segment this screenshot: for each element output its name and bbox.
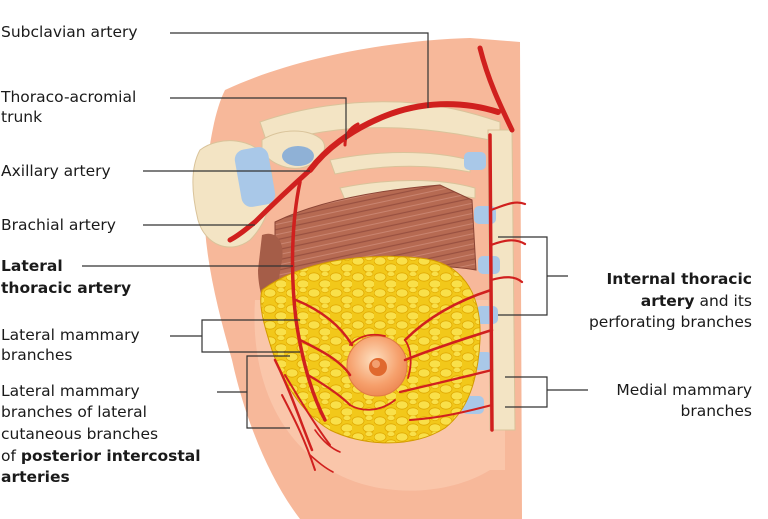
label-internal-thoracic-line3: perforating branches <box>588 313 752 331</box>
joint-disc <box>282 146 314 166</box>
label-thoraco-acromial-line1: Thoraco-acromial <box>1 88 137 106</box>
medial-mammary-3 <box>398 368 494 394</box>
internal-thoracic-vessel <box>488 133 494 432</box>
subclavian-arch-vessel <box>307 101 501 173</box>
posterior-intercostal-branch-4 <box>314 429 341 453</box>
costal-cartilage-3 <box>478 256 500 274</box>
perforating-branch-3 <box>489 276 524 284</box>
shoulder-cartilage <box>234 147 276 207</box>
rib-1 <box>329 152 471 175</box>
periareolar-branch-3 <box>349 399 396 411</box>
periareolar-branch-1 <box>349 333 386 346</box>
periareolar-branch-2 <box>404 339 412 379</box>
lateral-mammary-branch-3 <box>306 373 352 407</box>
label-lateral-thoracic-line2: thoracic artery <box>1 279 132 297</box>
posterior-intercostal-branch-2 <box>284 374 331 446</box>
label-lateral-mammary-line2: branches <box>1 346 73 364</box>
perforating-branch-2 <box>489 239 527 247</box>
costal-cartilage-6 <box>462 396 484 414</box>
label-internal-thoracic-line2: artery and its <box>641 291 752 312</box>
posterior-intercostal-branch-5 <box>309 454 334 473</box>
label-internal-thoracic-line2-rest: and its <box>694 292 752 310</box>
medial-mammary-4 <box>409 404 493 421</box>
axillary-artery-vessel <box>227 167 313 243</box>
leader-subclavian <box>170 32 429 108</box>
label-lmb-cutaneous-line4-bold: posterior intercostal <box>20 447 201 465</box>
lateral-mammary-branch-1 <box>294 298 354 347</box>
label-brachial-artery: Brachial artery <box>1 216 116 234</box>
label-lmb-cutaneous-line3: cutaneous branches <box>1 425 159 443</box>
costal-cartilage-1 <box>464 152 486 170</box>
label-lmb-cutaneous-line4: of posterior intercostal <box>1 446 201 467</box>
label-thoraco-acromial-line2: trunk <box>1 108 43 126</box>
posterior-intercostal-branch-1 <box>273 358 314 452</box>
label-lmb-cutaneous-line5: arteries <box>1 468 70 486</box>
label-medial-mammary-line1: Medial mammary <box>616 381 752 399</box>
label-subclavian-artery: Subclavian artery <box>1 23 138 41</box>
label-axillary-artery: Axillary artery <box>1 162 111 180</box>
label-internal-thoracic-line1: Internal thoracic <box>606 270 752 288</box>
medial-mammary-1 <box>403 288 493 342</box>
label-lmb-cutaneous-line2: branches of lateral <box>1 403 147 421</box>
arteries <box>227 45 527 473</box>
label-internal-thoracic-line2-bold: artery <box>640 292 695 310</box>
lateral-mammary-branch-2 <box>298 338 352 377</box>
label-lateral-mammary-line1: Lateral mammary <box>1 326 140 344</box>
leader-lines <box>82 32 588 429</box>
leader-thoraco-acromial <box>170 97 347 140</box>
posterior-intercostal-branch-3 <box>281 394 316 471</box>
medial-mammary-2 <box>403 328 494 362</box>
leader-medial-mammary-bracket <box>505 376 548 408</box>
label-lmb-cutaneous-line4-prefix: of <box>1 447 21 465</box>
subclavian-artery-vessel <box>477 45 515 133</box>
label-medial-mammary-line2: branches <box>680 402 753 420</box>
perforating-branch-1 <box>489 201 527 212</box>
label-lmb-cutaneous-line1: Lateral mammary <box>1 382 140 400</box>
thoraco-acromial-vessel <box>343 122 360 147</box>
nipple-highlight <box>372 360 380 368</box>
label-lateral-thoracic-line1: Lateral <box>1 257 63 275</box>
